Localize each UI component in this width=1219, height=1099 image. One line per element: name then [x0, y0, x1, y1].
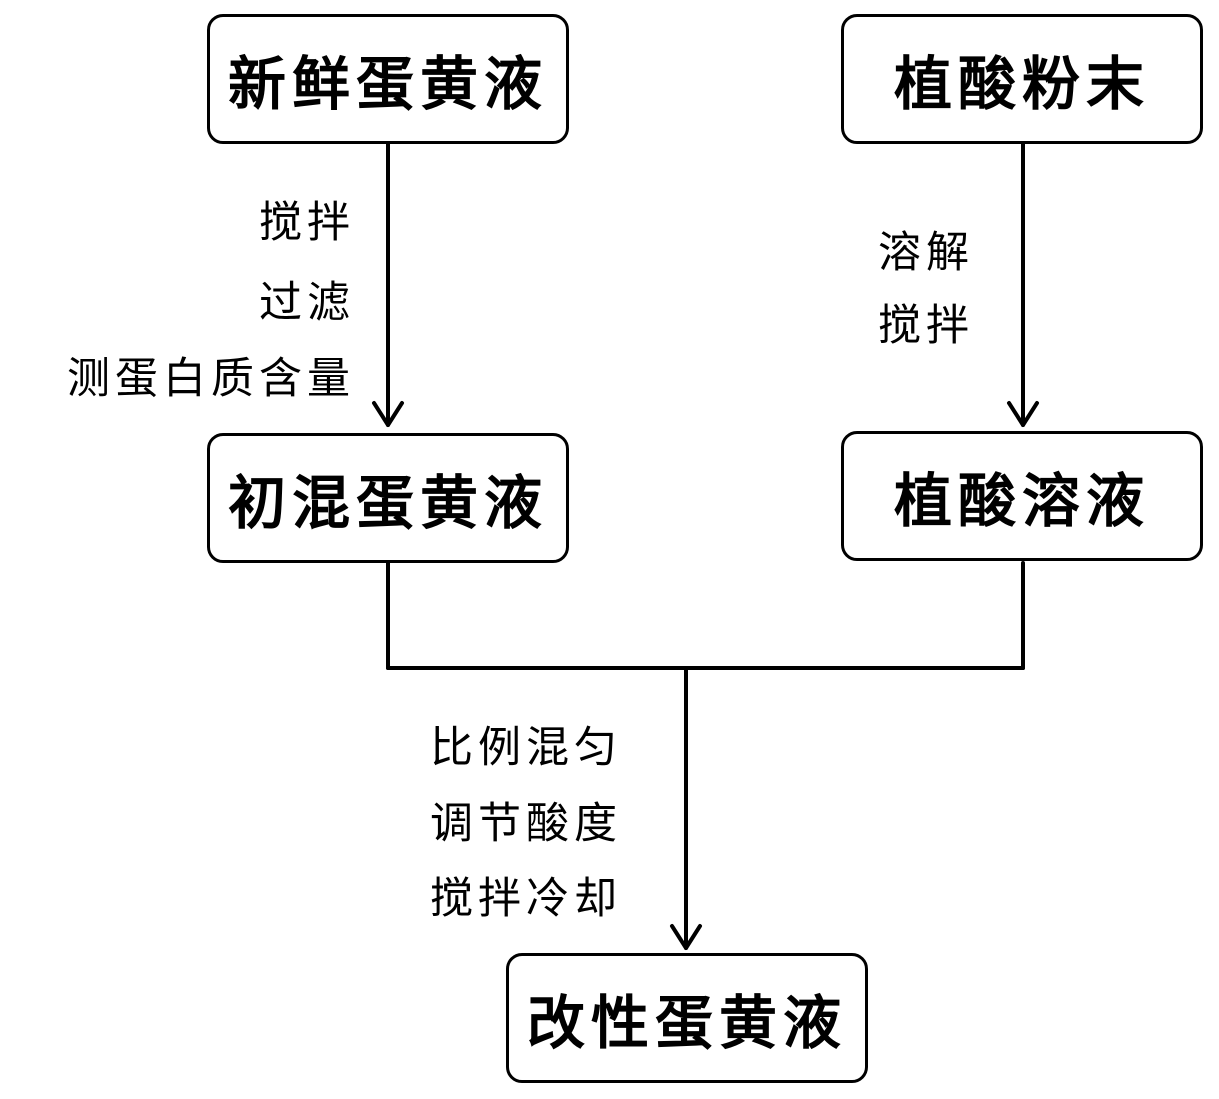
left-step-1: 搅拌: [259, 198, 355, 248]
right-step-1: 溶解: [878, 228, 974, 278]
node-modified-yolk: 改性蛋黄液: [506, 953, 868, 1083]
node-fresh-yolk-label: 新鲜蛋黄液: [227, 50, 548, 118]
bottom-step-2: 调节酸度: [430, 799, 622, 849]
bottom-arrow-head: [670, 924, 702, 950]
node-phytic-solution: 植酸溶液: [841, 431, 1203, 561]
node-phytic-powder-label: 植酸粉末: [893, 50, 1150, 118]
right-arrow-head: [1007, 401, 1039, 427]
node-premix-yolk: 初混蛋黄液: [207, 433, 569, 563]
node-premix-yolk-label: 初混蛋黄液: [227, 469, 548, 537]
left-step-3: 测蛋白质含量: [67, 354, 355, 404]
node-fresh-yolk: 新鲜蛋黄液: [207, 14, 569, 144]
bottom-step-1: 比例混匀: [430, 723, 622, 773]
node-phytic-powder: 植酸粉末: [841, 14, 1203, 144]
left-arrow-head: [372, 401, 404, 427]
node-phytic-solution-label: 植酸溶液: [893, 467, 1150, 535]
node-modified-yolk-label: 改性蛋黄液: [526, 989, 847, 1057]
left-step-2: 过滤: [259, 278, 355, 328]
bottom-step-3: 搅拌冷却: [430, 874, 622, 924]
right-step-2: 搅拌: [878, 301, 974, 351]
